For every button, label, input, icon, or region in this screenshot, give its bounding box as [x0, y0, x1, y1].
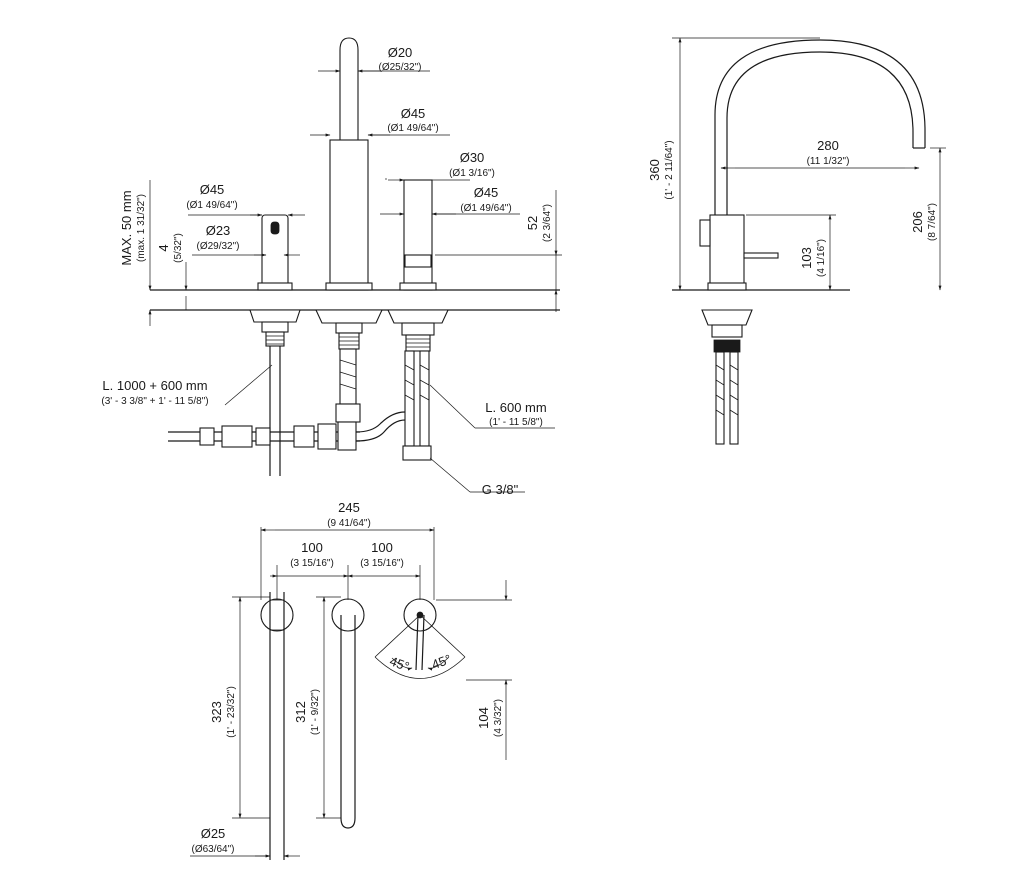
label-245: 245 — [338, 500, 360, 515]
label-103-imperial: (4 1/16") — [816, 239, 827, 277]
label-o25: Ø25 — [201, 826, 226, 841]
label-104-imperial: (4 3/32") — [493, 699, 504, 737]
label-100-left: 100 — [301, 540, 323, 555]
label-312: 312 — [293, 701, 308, 723]
label-hose-long-imperial: (3' - 3 3/8" + 1' - 11 5/8") — [101, 396, 208, 407]
label-100-right: 100 — [371, 540, 393, 555]
label-hose-600: L. 600 mm — [485, 400, 546, 415]
label-max50-imperial: (max. 1 31/32") — [136, 194, 147, 262]
label-thread: G 3/8" — [482, 482, 519, 497]
label-o45-right-imperial: (Ø1 49/64") — [460, 203, 511, 214]
spout-column — [315, 37, 383, 423]
label-100-right-imperial: (3 15/16") — [360, 558, 404, 569]
label-hose-600-imperial: (1' - 11 5/8") — [489, 417, 543, 428]
label-323: 323 — [209, 701, 224, 723]
label-100-left-imperial: (3 15/16") — [290, 558, 334, 569]
top-view — [190, 527, 512, 860]
label-o45-spout: Ø45 — [401, 106, 426, 121]
label-104: 104 — [476, 707, 491, 729]
label-323-imperial: (1' - 23/32") — [226, 686, 237, 738]
label-52-imperial: (2 3/64") — [542, 204, 553, 242]
label-280-imperial: (11 1/32") — [807, 156, 850, 167]
label-o45-left: Ø45 — [200, 182, 225, 197]
label-o30: Ø30 — [460, 150, 485, 165]
label-o20: Ø20 — [388, 45, 413, 60]
label-angle-right: 45° — [430, 651, 454, 672]
label-280: 280 — [817, 138, 839, 153]
side-view — [672, 37, 946, 445]
label-o23-imperial: (Ø29/32") — [196, 241, 239, 252]
label-o20-imperial: (Ø25/32") — [378, 62, 421, 73]
label-4-imperial: (5/32") — [173, 233, 184, 263]
label-52: 52 — [525, 216, 540, 230]
label-4: 4 — [156, 244, 171, 251]
label-206: 206 — [910, 211, 925, 233]
label-245-imperial: (9 41/64") — [327, 518, 371, 529]
label-103: 103 — [799, 247, 814, 269]
label-o45-left-imperial: (Ø1 49/64") — [186, 200, 237, 211]
label-360-imperial: (1' - 2 11/64") — [664, 140, 675, 199]
label-o45-right: Ø45 — [474, 185, 499, 200]
label-312-imperial: (1' - 9/32") — [310, 689, 321, 735]
front-dimensions — [148, 69, 562, 493]
label-hose-long: L. 1000 + 600 mm — [102, 378, 207, 393]
mixer-unit — [387, 179, 449, 461]
label-angle-left: 45° — [388, 653, 412, 674]
hose-assembly — [168, 411, 406, 451]
front-view: Ø20 (Ø25/32") Ø45 (Ø1 49/64") Ø30 (Ø1 3/… — [101, 37, 562, 497]
label-max50: MAX. 50 mm — [119, 190, 134, 265]
label-o45-spout-imperial: (Ø1 49/64") — [387, 123, 438, 134]
label-o30-imperial: (Ø1 3/16") — [449, 168, 495, 179]
label-360: 360 — [647, 159, 662, 181]
label-o23: Ø23 — [206, 223, 231, 238]
side-spray-unit — [249, 214, 301, 476]
label-206-imperial: (8 7/64") — [927, 203, 938, 241]
label-o25-imperial: (Ø63/64") — [191, 844, 234, 855]
